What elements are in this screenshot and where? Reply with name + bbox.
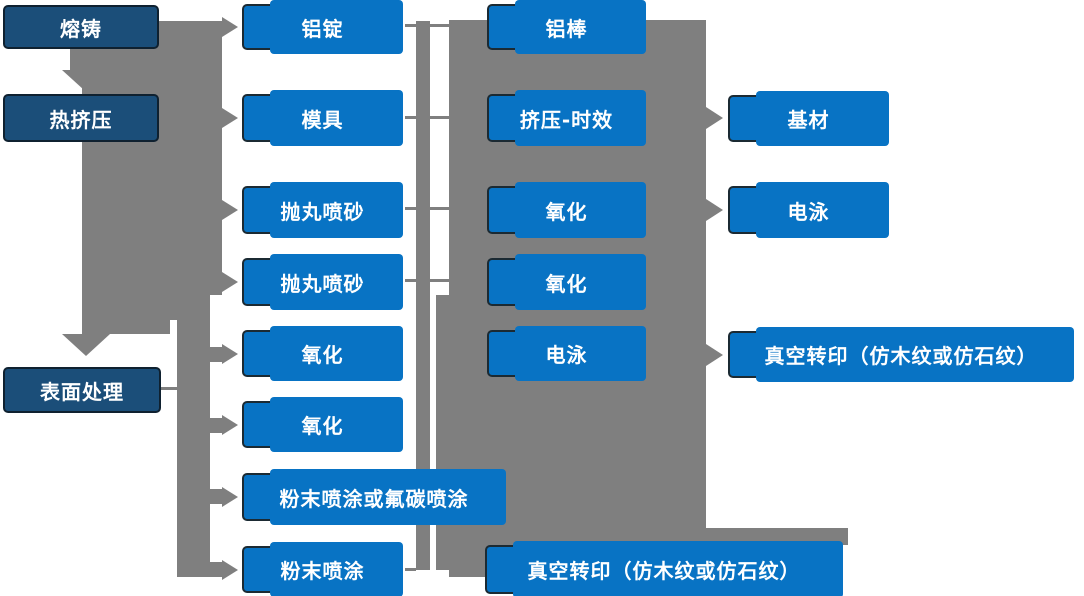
connector-stem [200, 418, 222, 433]
arrowhead-right-icon [706, 107, 723, 129]
node-shot-blasting-1: 抛丸喷砂 [242, 182, 403, 238]
node-label: 氧化 [545, 199, 588, 224]
arrowhead-right-icon [222, 200, 238, 220]
connector-line [405, 207, 417, 210]
arrowhead-right-icon [706, 199, 723, 221]
node-label: 基材 [787, 108, 830, 132]
connector-stem [200, 347, 222, 362]
node-vacuum-transfer-print-1: 真空转印（仿木纹或仿石纹） [728, 327, 1074, 382]
node-oxidation-4: 氧化 [487, 254, 646, 310]
connector-line [430, 116, 449, 119]
node-label: 抛丸喷砂 [280, 271, 365, 296]
connector-line [430, 207, 449, 210]
node-powder-coating: 粉末喷涂 [242, 542, 403, 596]
connector-mid-bus-1 [416, 21, 430, 570]
node-oxidation-2: 氧化 [242, 397, 403, 452]
connector-line [405, 116, 417, 119]
node-melting-casting: 熔铸 [3, 5, 159, 49]
node-label: 真空转印（仿木纹或仿石纹） [764, 344, 1038, 368]
node-mold: 模具 [242, 90, 403, 146]
node-powder-or-fluorocarbon-coating: 粉末喷涂或氟碳喷涂 [242, 469, 506, 525]
connector-line [405, 568, 416, 571]
connector-stem [200, 562, 222, 577]
connector-left-band [82, 21, 222, 295]
node-electrophoresis-2: 电泳 [728, 182, 889, 238]
arrowhead-right-icon [222, 560, 238, 580]
node-label: 真空转印（仿木纹或仿石纹） [527, 559, 801, 583]
node-label: 熔铸 [60, 16, 102, 41]
arrowhead-right-icon [222, 487, 238, 507]
node-label: 挤压-时效 [519, 107, 614, 132]
node-label: 铝棒 [545, 16, 588, 41]
connector-line [405, 279, 417, 282]
arrowhead-down-icon [62, 70, 106, 90]
node-label: 铝锭 [301, 16, 344, 41]
node-extrusion-aging: 挤压-时效 [487, 90, 646, 146]
node-label: 模具 [301, 107, 344, 132]
arrowhead-right-icon [222, 272, 238, 292]
node-oxidation-3: 氧化 [487, 182, 646, 238]
node-base-material: 基材 [728, 91, 889, 146]
connector-left-band-step [82, 295, 210, 320]
connector-lower-bus [177, 320, 210, 577]
node-electrophoresis-1: 电泳 [487, 326, 646, 381]
arrowhead-down-icon [62, 334, 110, 356]
connector-line [161, 387, 177, 390]
node-label: 抛丸喷砂 [280, 199, 365, 224]
node-label: 电泳 [787, 199, 830, 224]
connector-mid-bus-2 [436, 295, 449, 570]
node-oxidation-1: 氧化 [242, 326, 403, 381]
node-label: 粉末喷涂或氟碳喷涂 [279, 486, 469, 511]
node-vacuum-transfer-print-2: 真空转印（仿木纹或仿石纹） [485, 541, 843, 596]
node-label: 粉末喷涂 [280, 559, 365, 583]
node-hot-extrusion: 热挤压 [3, 94, 159, 142]
arrowhead-right-icon [222, 108, 238, 128]
connector-line [405, 24, 417, 27]
connector-left-arm [82, 320, 170, 334]
node-surface-treatment: 表面处理 [3, 367, 161, 413]
arrowhead-right-icon [222, 344, 238, 364]
connector-line [430, 24, 449, 27]
connector-line [430, 279, 449, 282]
node-label: 氧化 [301, 343, 344, 367]
connector-down-shaft [70, 49, 100, 72]
arrowhead-right-icon [222, 415, 238, 435]
arrowhead-right-icon [222, 17, 238, 37]
node-aluminum-ingot: 铝锭 [242, 0, 403, 54]
connector-panel-foot [706, 528, 848, 545]
node-label: 氧化 [545, 271, 588, 296]
node-label: 电泳 [545, 343, 588, 367]
node-label: 热挤压 [49, 107, 113, 132]
node-label: 表面处理 [40, 379, 124, 404]
arrowhead-right-icon [706, 344, 723, 366]
connector-stem [200, 489, 222, 504]
node-shot-blasting-2: 抛丸喷砂 [242, 254, 403, 310]
node-aluminum-rod: 铝棒 [487, 0, 646, 54]
node-label: 氧化 [301, 414, 344, 438]
